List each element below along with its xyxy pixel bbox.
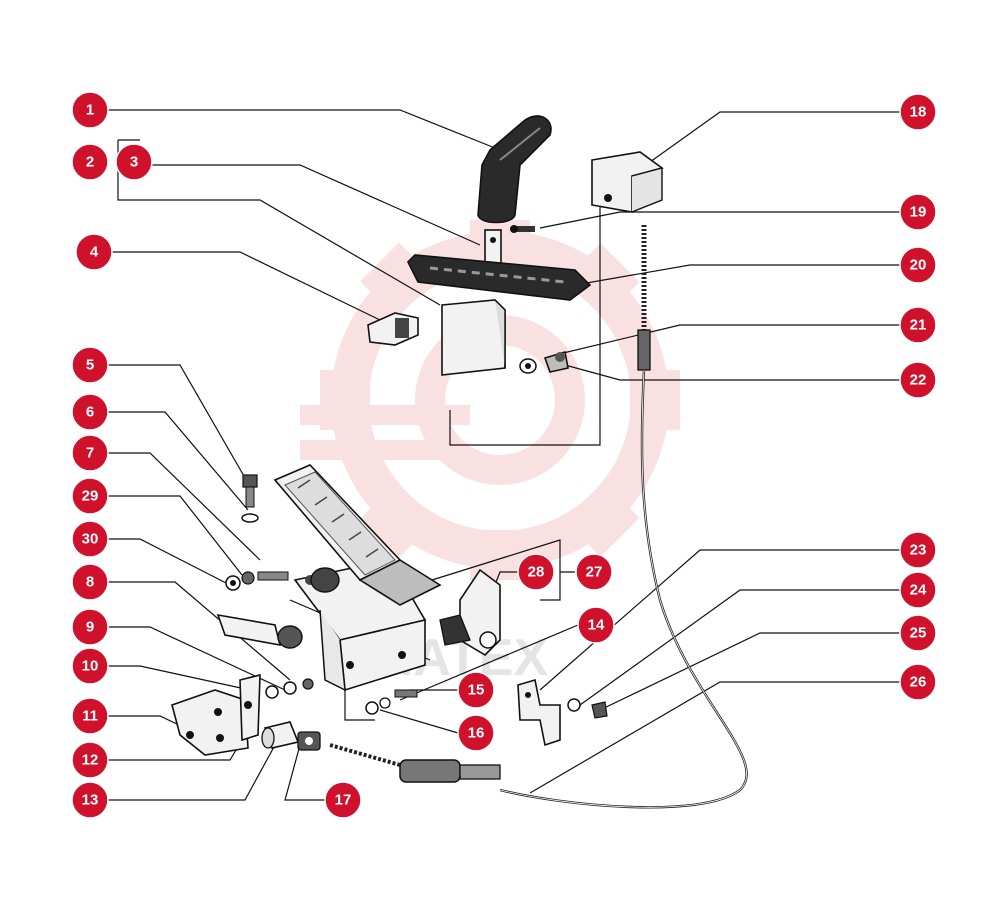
callout-28: 28: [517, 553, 555, 591]
callout-8: 8: [71, 563, 109, 601]
shaft: [216, 613, 303, 649]
lever-boot: [441, 299, 506, 376]
callout-12: 12: [71, 741, 109, 779]
cam-piece: [439, 568, 501, 657]
callout-16: 16: [457, 714, 495, 752]
cable-assembly: [329, 225, 748, 809]
svg-text:21: 21: [910, 317, 927, 334]
fastener-set-14-16: [365, 689, 418, 715]
callout-25: 25: [899, 614, 937, 652]
callout-30: 30: [71, 520, 109, 558]
bracket-top: [591, 151, 664, 213]
svg-text:20: 20: [910, 257, 927, 274]
callout-27: 27: [575, 553, 613, 591]
lever-plate: [407, 254, 592, 301]
svg-text:28: 28: [528, 564, 545, 581]
callout-4: 4: [75, 233, 113, 271]
svg-text:12: 12: [82, 752, 99, 769]
svg-text:11: 11: [82, 708, 98, 725]
svg-text:10: 10: [82, 658, 99, 675]
cable-bracket: [517, 678, 561, 747]
callout-2: 2: [71, 143, 109, 181]
callouts: 1 2 3 4 5 6 7 29 30 8 9 10 11 12 13 17 1…: [71, 91, 937, 819]
callout-20: 20: [899, 246, 937, 284]
callout-1: 1: [71, 91, 109, 129]
svg-text:27: 27: [586, 564, 603, 581]
fastener-set-left: [225, 571, 289, 591]
svg-text:26: 26: [910, 674, 927, 691]
washer-bolt-21-22: [519, 350, 569, 374]
callout-21: 21: [899, 306, 937, 344]
callout-5: 5: [71, 346, 109, 384]
svg-text:17: 17: [335, 792, 352, 809]
svg-text:15: 15: [468, 682, 485, 699]
svg-text:22: 22: [910, 372, 927, 389]
svg-text:6: 6: [86, 404, 94, 421]
callout-18: 18: [899, 93, 937, 131]
svg-text:18: 18: [910, 104, 927, 121]
svg-text:7: 7: [86, 445, 94, 462]
svg-text:3: 3: [130, 154, 138, 171]
block-part: [367, 312, 419, 346]
pedal-bracket: [171, 673, 261, 756]
fastener-set-24-25: [567, 698, 608, 719]
shift-lever-handle: [477, 115, 552, 271]
svg-text:16: 16: [468, 725, 485, 742]
svg-text:2: 2: [86, 154, 94, 171]
callout-24: 24: [899, 571, 937, 609]
svg-text:5: 5: [86, 357, 94, 374]
callout-17: 17: [324, 781, 362, 819]
callout-11: 11: [71, 697, 109, 735]
svg-text:19: 19: [910, 204, 927, 221]
bolt-washer-5-6: [241, 474, 259, 523]
screw-small: [510, 225, 535, 233]
callout-26: 26: [899, 663, 937, 701]
svg-text:1: 1: [86, 102, 94, 119]
callout-22: 22: [899, 361, 937, 399]
nut-17: [297, 731, 321, 751]
svg-text:25: 25: [910, 625, 927, 642]
callout-29: 29: [71, 477, 109, 515]
callout-6: 6: [71, 393, 109, 431]
callout-14: 14: [577, 606, 615, 644]
svg-text:29: 29: [82, 488, 99, 505]
callout-9: 9: [71, 608, 109, 646]
svg-text:13: 13: [82, 792, 99, 809]
callout-19: 19: [899, 193, 937, 231]
pedal: [273, 464, 442, 606]
callout-15: 15: [457, 671, 495, 709]
svg-text:8: 8: [86, 574, 94, 591]
callout-10: 10: [71, 647, 109, 685]
svg-text:30: 30: [82, 531, 99, 548]
callout-13: 13: [71, 781, 109, 819]
callout-7: 7: [71, 434, 109, 472]
svg-text:14: 14: [588, 617, 605, 634]
svg-text:4: 4: [90, 244, 99, 261]
svg-text:23: 23: [910, 542, 927, 559]
svg-text:9: 9: [86, 619, 94, 636]
callout-3: 3: [115, 143, 153, 181]
svg-text:24: 24: [910, 582, 927, 599]
fastener-set-9: [265, 678, 314, 699]
callout-23: 23: [899, 531, 937, 569]
sleeve: [261, 721, 300, 749]
